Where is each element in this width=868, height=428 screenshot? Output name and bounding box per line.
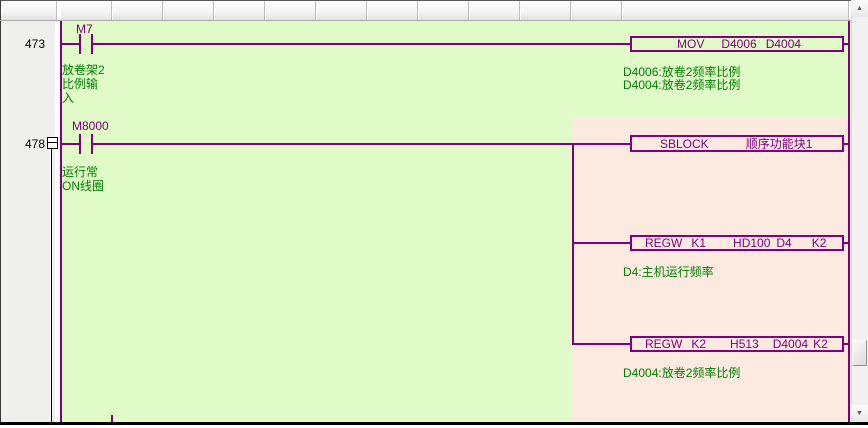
vertical-scrollbar[interactable] xyxy=(851,0,868,422)
instruction-operand: H513 xyxy=(730,337,759,351)
rung-wire xyxy=(844,43,849,45)
instruction-mnemonic: REGW xyxy=(645,337,683,351)
instruction-operand: D4 xyxy=(776,236,792,250)
grid-header-cell xyxy=(163,1,214,20)
rung-wire xyxy=(844,343,849,345)
instruction-mnemonic: SBLOCK xyxy=(660,136,709,151)
grid-header-cell xyxy=(265,1,316,20)
scrollbar-thumb[interactable] xyxy=(852,340,867,366)
branch-wire xyxy=(572,143,574,345)
instruction-operand: D4004 xyxy=(765,37,802,51)
block-bracket-line xyxy=(51,149,52,422)
grid-header-cell-wide xyxy=(622,1,849,20)
instruction-operand: D4004 xyxy=(772,337,809,351)
grid-header-cell xyxy=(112,1,163,20)
instruction-operand: K2 xyxy=(691,337,707,351)
top-border xyxy=(0,0,851,1)
instruction-operand: K1 xyxy=(691,236,707,250)
contact-label-m7: M7 xyxy=(76,22,93,36)
bottom-border xyxy=(0,422,868,425)
scroll-down-button[interactable]: ▼ xyxy=(851,405,868,422)
instruction-operand: 顺序功能块1 xyxy=(745,137,813,151)
rung-wire xyxy=(844,143,849,145)
instruction-operand: HD100 xyxy=(733,236,771,250)
grid-header-cell xyxy=(520,1,571,20)
collapse-toggle-icon[interactable] xyxy=(47,137,58,149)
device-comment-mov: D4006:放卷2频率比例 D4004:放卷2频率比例 xyxy=(623,65,741,92)
grid-header-cell xyxy=(571,1,622,20)
right-power-rail xyxy=(848,21,850,422)
instruction-operand: K2 xyxy=(813,337,828,351)
left-border xyxy=(0,0,1,422)
contact-label-m8000: M8000 xyxy=(72,119,109,133)
grid-header-cell xyxy=(367,1,418,20)
instruction-regw-2[interactable]: REGW K2 H513 D4004 K2 xyxy=(630,336,844,352)
branch-wire xyxy=(574,242,631,244)
branch-wire xyxy=(574,343,631,345)
instruction-regw-1[interactable]: REGW K1 HD100 D4 K2 xyxy=(630,235,844,251)
header-underline xyxy=(0,20,851,21)
grid-header-cell xyxy=(60,1,112,20)
scroll-up-button[interactable]: ▲ xyxy=(851,0,868,17)
rung-wire xyxy=(844,242,849,244)
scroll-up-icon: ▲ xyxy=(856,5,863,12)
device-comment-m8000: 运行常 ON线圈 xyxy=(62,165,105,193)
function-block-region xyxy=(572,117,851,422)
grid-header-cell xyxy=(214,1,265,20)
partial-wire xyxy=(111,415,113,422)
instruction-mov[interactable]: MOV D4006 D4004 xyxy=(630,36,844,52)
instruction-mnemonic: MOV xyxy=(677,37,705,51)
grid-header-cell xyxy=(316,1,367,20)
grid-header-rownum-cell xyxy=(1,1,57,20)
device-comment-m7: 放卷架2 比例输 入 xyxy=(62,63,105,105)
rung-number-column xyxy=(1,21,55,422)
rung-number-473[interactable]: 473 xyxy=(24,37,45,51)
device-comment-regw-1: D4:主机运行频率 xyxy=(623,265,714,279)
device-comment-regw-2: D4004:放卷2频率比例 xyxy=(623,366,741,380)
grid-header-cell xyxy=(418,1,469,20)
left-power-rail xyxy=(60,21,62,422)
rung-wire xyxy=(62,143,80,145)
rung-wire xyxy=(62,43,80,45)
instruction-mnemonic: REGW xyxy=(645,236,683,250)
rung-wire xyxy=(93,43,631,45)
scroll-down-icon: ▼ xyxy=(856,410,863,417)
grid-header-cell xyxy=(469,1,520,20)
rung-wire xyxy=(93,143,631,145)
instruction-operand: D4006 xyxy=(721,37,757,51)
instruction-operand: K2 xyxy=(811,236,827,250)
instruction-sblock[interactable]: SBLOCK 顺序功能块1 xyxy=(630,135,844,152)
rung-number-478[interactable]: 478 xyxy=(24,137,45,151)
